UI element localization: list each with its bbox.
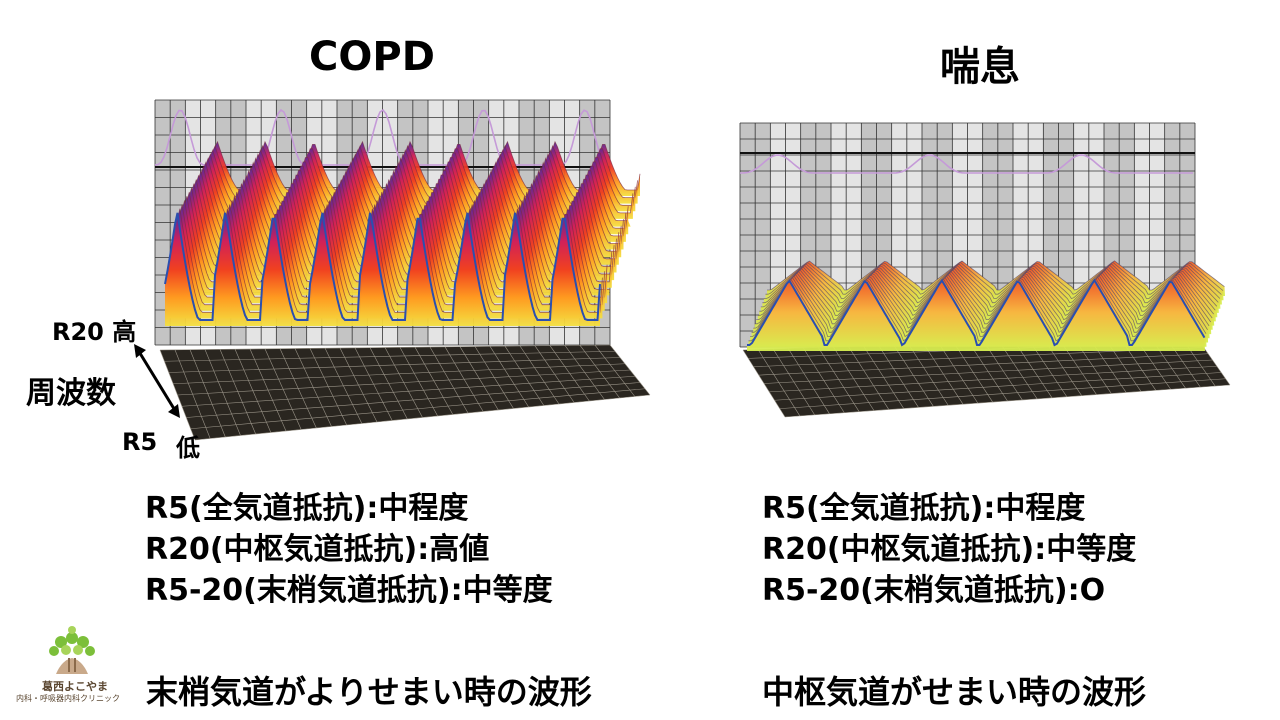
- floor-grid-line: [769, 365, 1217, 393]
- floor-grid-line: [774, 372, 1222, 401]
- floor-grid-line: [758, 353, 1209, 376]
- axis-arrow-icon: [134, 344, 180, 418]
- copd-line-r20: R20(中枢気道抵抗):高値: [145, 532, 490, 567]
- back-trace: [154, 108, 609, 166]
- floor-grid-line: [194, 394, 651, 441]
- floor-grid-line: [181, 375, 636, 407]
- wave-ridge: [204, 140, 641, 191]
- floor-grid-line: [164, 350, 616, 362]
- asthma-waveform-plot: [739, 122, 1231, 418]
- floor-grid-line: [186, 382, 641, 418]
- wave-ridge: [169, 204, 606, 306]
- wave-ridge: [765, 261, 1224, 295]
- wave-ridge: [167, 208, 603, 313]
- wave-ridge: [192, 161, 629, 229]
- wave-surface: [165, 212, 600, 326]
- wave-ridge: [756, 270, 1215, 321]
- wave-ridge: [174, 196, 610, 290]
- wave-ridge: [757, 269, 1216, 316]
- wave-surface: [747, 280, 1205, 351]
- wave-ridge: [759, 267, 1218, 312]
- floor-grid-line: [763, 359, 1213, 384]
- wave-ridge: [178, 187, 615, 275]
- wave-ridge: [181, 183, 617, 267]
- clinic-logo-name: 葛西よこやま: [42, 680, 108, 693]
- wave-ridge: [763, 263, 1222, 299]
- clinic-logo-subtitle: 内科・呼吸器内科クリニック: [16, 694, 120, 703]
- wave-ridge: [760, 266, 1219, 308]
- wave-ridge: [185, 175, 622, 252]
- axis-top-label: R20 高: [52, 318, 137, 346]
- wave-ridge: [747, 278, 1206, 347]
- asthma-caption: 中枢気道がせまい時の波形: [762, 673, 1147, 711]
- axis-frequency-label: 周波数: [26, 376, 116, 411]
- wave-ridge: [195, 157, 629, 221]
- axis-r5-label: R5: [122, 428, 158, 456]
- wave-ridge: [762, 264, 1221, 304]
- wave-ridge: [197, 153, 634, 214]
- wave-ridge: [754, 272, 1213, 325]
- wave-ridge: [176, 191, 613, 283]
- wave-ridge: [767, 260, 1225, 291]
- wave-ridge: [199, 149, 636, 206]
- floor-grid-line: [190, 388, 646, 430]
- axis-low-label: 低: [176, 434, 200, 462]
- back-trace: [740, 154, 1193, 174]
- wave-ridge: [750, 276, 1208, 338]
- wave-ridge: [183, 179, 620, 260]
- asthma-title: 喘息: [940, 44, 1020, 90]
- wave-ridge: [190, 165, 627, 237]
- floor-grid-line: [177, 369, 631, 396]
- floor-grid-line: [173, 363, 626, 385]
- copd-waveform-plot: [154, 99, 651, 441]
- wave-ridge: [751, 275, 1210, 333]
- floor-plane: [160, 345, 650, 440]
- copd-line-r5-20: R5-20(末梢気道抵抗):中等度: [145, 573, 553, 608]
- floor-grid-line: [168, 357, 621, 373]
- asthma-line-r5: R5(全気道抵抗):中程度: [762, 491, 1086, 526]
- copd-line-r5: R5(全気道抵抗):中程度: [145, 491, 469, 526]
- wave-ridge: [202, 144, 638, 198]
- copd-title: COPD: [309, 34, 435, 80]
- wave-ridge: [748, 278, 1207, 342]
- wave-ridge: [164, 212, 601, 321]
- copd-caption: 末梢気道がよりせまい時の波形: [146, 673, 592, 711]
- wave-ridge: [171, 200, 608, 298]
- floor-grid-line: [784, 384, 1231, 418]
- asthma-descriptions: R5(全気道抵抗):中程度 R20(中枢気道抵抗):中等度 R5-20(末梢気道…: [762, 488, 1136, 611]
- floor-grid-line: [779, 378, 1226, 409]
- wave-ridge: [188, 169, 624, 244]
- floor-grid-line: [159, 344, 611, 351]
- asthma-line-r5-20: R5-20(末梢気道抵抗):O: [762, 573, 1106, 608]
- wave-ridge: [753, 273, 1212, 329]
- clinic-logo-icon: [49, 626, 95, 674]
- copd-descriptions: R5(全気道抵抗):中程度 R20(中枢気道抵抗):高値 R5-20(末梢気道抵…: [145, 488, 553, 611]
- asthma-line-r20: R20(中枢気道抵抗):中等度: [762, 532, 1137, 567]
